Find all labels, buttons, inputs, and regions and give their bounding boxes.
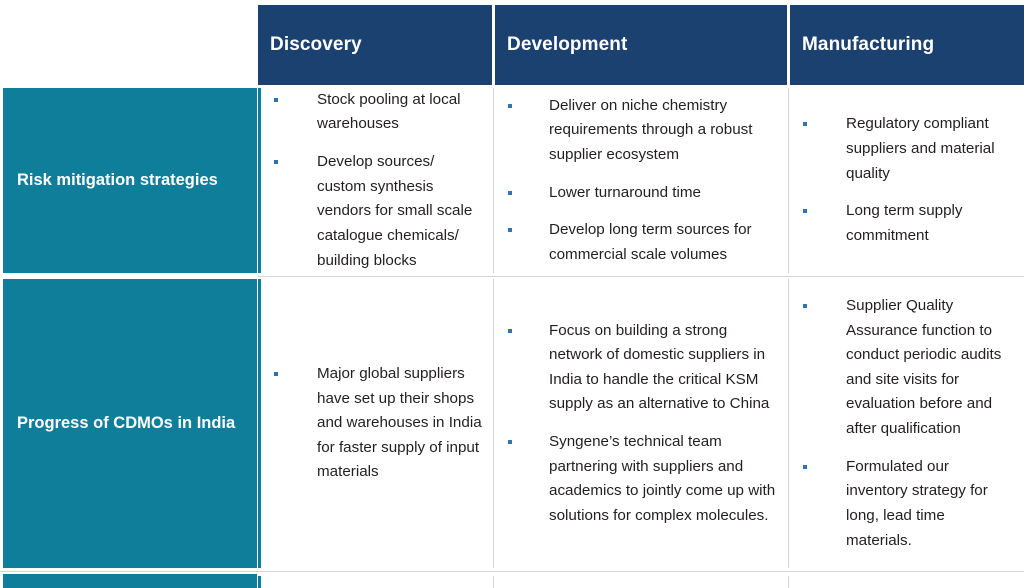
cell-progress-cdmos-development: Focus on building a strong network of do… (495, 279, 787, 568)
cell-risk-mitigation-development: Deliver on niche chemistry requirements … (495, 88, 787, 273)
row-header-progress-of-cdmos-in-india: Progress of CDMOs in India (3, 279, 257, 568)
list-item: Develop sources/ custom synthesis vendor… (265, 150, 482, 273)
list-item: Stock pooling at local warehouses (265, 88, 482, 137)
list-item-text: Major global suppliers have set up their… (317, 364, 482, 481)
row-header-risk-mitigation-strategies: Risk mitigation strategies (3, 88, 257, 273)
bullet-point-icon (508, 190, 512, 195)
cell-next-row-discovery (258, 576, 492, 588)
list-item-text: Develop sources/ custom synthesis vendor… (317, 153, 473, 269)
grid-line-horizontal (0, 571, 1024, 572)
grid-line-vertical (493, 576, 494, 588)
list-item-text: Syngene’s technical team partnering with… (549, 433, 776, 524)
grid-line-vertical (493, 279, 494, 568)
list-item-text: Long term supply commitment (846, 202, 963, 244)
list-item-text: Lower turnaround time (549, 183, 701, 201)
list-item: Develop long term sources for commercial… (499, 218, 777, 267)
list-item: Focus on building a strong network of do… (499, 319, 777, 418)
bullet-point-icon (508, 103, 512, 108)
list-item-text: Deliver on niche chemistry requirements … (549, 96, 753, 163)
bullet-list: Stock pooling at local warehouses Develo… (265, 88, 482, 273)
cell-risk-mitigation-discovery: Stock pooling at local warehouses Develo… (258, 88, 492, 273)
row-header-label: Risk mitigation strategies (17, 170, 218, 189)
grid-line-vertical (788, 88, 789, 273)
bullet-point-icon (274, 160, 278, 165)
grid-line-horizontal (258, 276, 1024, 277)
bullet-point-icon (803, 122, 807, 127)
list-item: Formulated our inventory strategy for lo… (794, 455, 1014, 554)
row-header-next-row-partial (3, 574, 257, 588)
column-header-discovery: Discovery (258, 5, 492, 85)
grid-line-vertical (788, 576, 789, 588)
cell-progress-cdmos-discovery: Major global suppliers have set up their… (258, 279, 492, 568)
grid-line-vertical (788, 279, 789, 568)
bullet-point-icon (508, 228, 512, 233)
bullet-list: Deliver on niche chemistry requirements … (499, 94, 777, 268)
grid-line-vertical (493, 88, 494, 273)
bullet-list: Regulatory compliant suppliers and mater… (794, 112, 1014, 248)
list-item: Lower turnaround time (499, 181, 777, 206)
list-item: Long term supply commitment (794, 199, 1014, 248)
bullet-point-icon (508, 440, 512, 444)
column-header-label: Discovery (270, 34, 362, 56)
column-header-label: Manufacturing (802, 34, 935, 56)
bullet-point-icon (803, 209, 807, 214)
list-item: Deliver on niche chemistry requirements … (499, 94, 777, 168)
bullet-point-icon (274, 371, 278, 376)
list-item-text: Supplier Quality Assurance function to c… (846, 296, 1002, 437)
column-header-label: Development (507, 34, 628, 56)
cell-progress-cdmos-manufacturing: Supplier Quality Assurance function to c… (790, 279, 1024, 568)
list-item-text: Regulatory compliant suppliers and mater… (846, 115, 995, 182)
column-header-development: Development (495, 5, 787, 85)
bullet-point-icon (508, 328, 512, 333)
cell-next-row-manufacturing (790, 576, 1024, 588)
bullet-point-icon (803, 303, 807, 308)
bullet-list: Focus on building a strong network of do… (499, 319, 777, 529)
list-item: Supplier Quality Assurance function to c… (794, 294, 1014, 442)
bullet-list: Major global suppliers have set up their… (265, 362, 482, 485)
row-header-label: Progress of CDMOs in India (17, 413, 236, 432)
list-item: Regulatory compliant suppliers and mater… (794, 112, 1014, 186)
list-item-text: Formulated our inventory strategy for lo… (846, 457, 988, 549)
list-item-text: Develop long term sources for commercial… (549, 221, 752, 263)
bullet-list: Supplier Quality Assurance function to c… (794, 294, 1014, 553)
bullet-point-icon (803, 464, 807, 469)
bullet-point-icon (274, 97, 278, 102)
list-item: Syngene’s technical team partnering with… (499, 430, 777, 529)
list-item-text: Focus on building a strong network of do… (549, 321, 770, 413)
list-item: Major global suppliers have set up their… (265, 362, 482, 485)
list-item-text: Stock pooling at local warehouses (317, 90, 461, 133)
cell-risk-mitigation-manufacturing: Regulatory compliant suppliers and mater… (790, 88, 1024, 273)
cell-next-row-development (495, 576, 787, 588)
column-header-manufacturing: Manufacturing (790, 5, 1024, 85)
